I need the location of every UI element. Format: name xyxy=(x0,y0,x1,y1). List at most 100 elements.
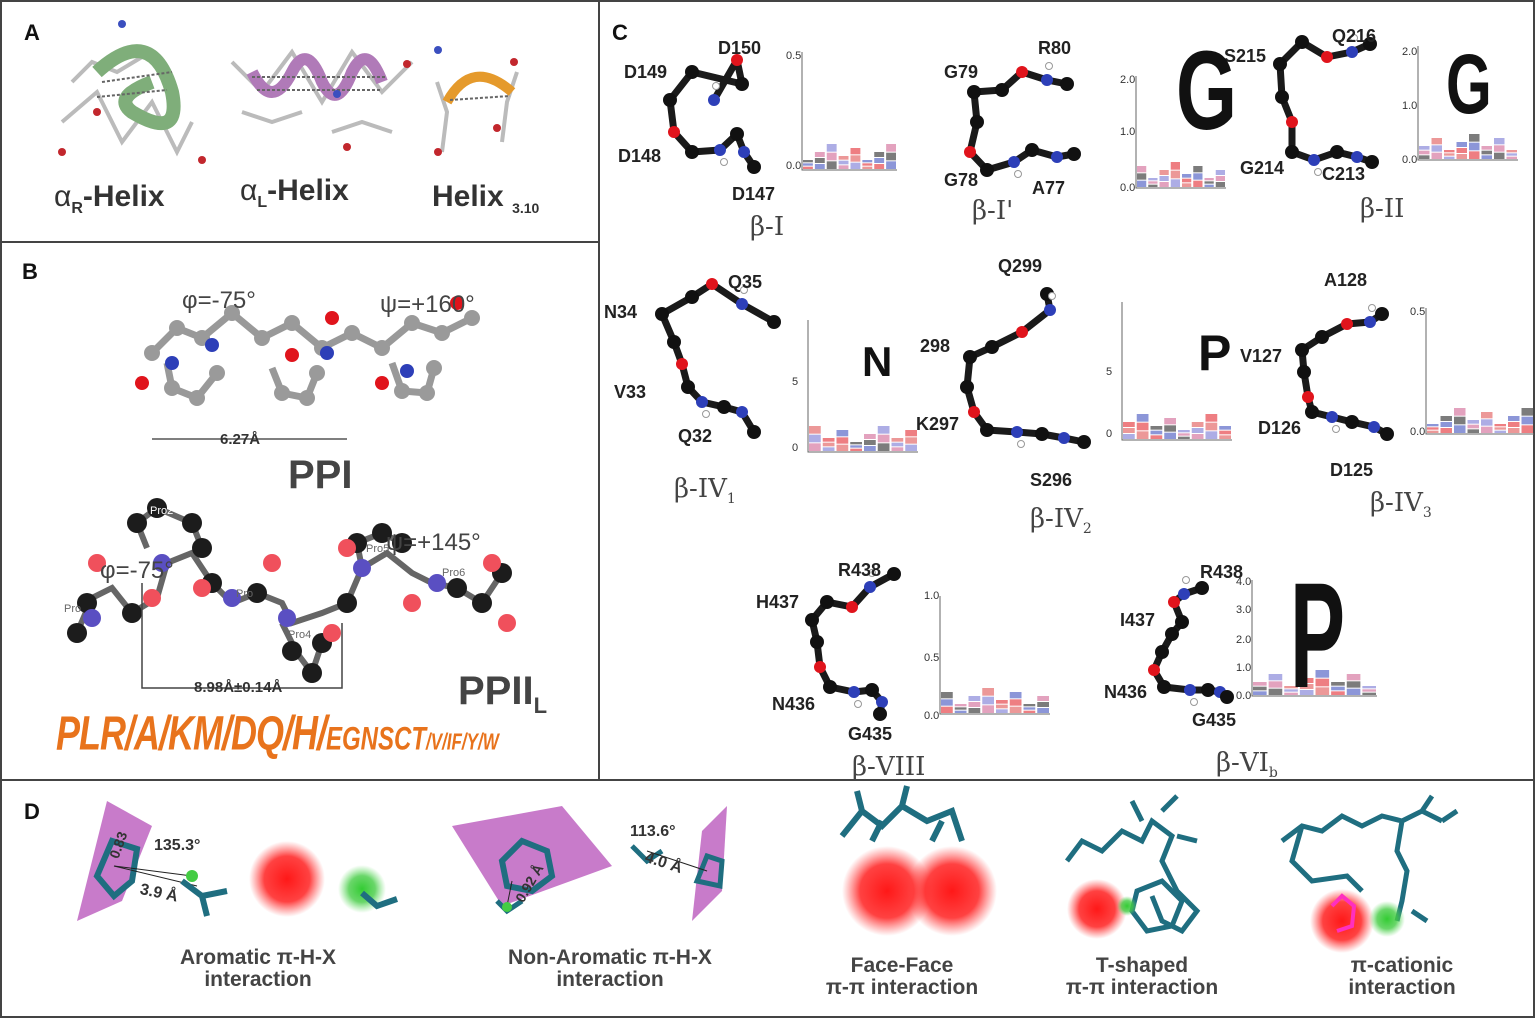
logo-letter-stack xyxy=(877,443,890,451)
logo-letter-stack xyxy=(1284,692,1298,695)
logo-letter-g: G xyxy=(1176,28,1237,153)
logo-letter-stack xyxy=(1009,699,1022,706)
logo-letter-stack xyxy=(1299,690,1314,695)
beta-iv1-sub: 1 xyxy=(726,491,736,508)
ppii-atom-label-pro3: Pro xyxy=(236,588,254,600)
logo-letter-stack xyxy=(809,426,821,434)
ppii-atom-label-pro1: Pro xyxy=(64,603,82,615)
logo-letter-stack xyxy=(1219,426,1231,430)
logo-letter-stack xyxy=(1164,425,1176,432)
logo-letter-stack xyxy=(1191,434,1204,439)
logo-letter-stack xyxy=(1193,166,1203,173)
logo-letter-stack xyxy=(814,152,825,157)
backbone-atom xyxy=(1375,307,1389,321)
backbone-atom xyxy=(1175,615,1189,629)
caption-line: Non-Aromatic π-H-X xyxy=(508,946,712,969)
alpha-r-suffix: -Helix xyxy=(82,180,165,213)
alpha-r-helix-structure xyxy=(58,20,519,164)
logo-letter-p: P xyxy=(1198,325,1232,381)
logo-letter-stack xyxy=(968,702,981,707)
backbone-atom xyxy=(1025,143,1039,157)
logo-letter-stack xyxy=(1315,678,1330,687)
logo-letter-stack xyxy=(1193,173,1203,180)
residue-label: D149 xyxy=(624,62,668,82)
logo-letter-stack xyxy=(1136,414,1149,422)
backbone-atom xyxy=(1220,690,1234,704)
logo-letter-stack xyxy=(864,446,876,451)
ppii-label-main: PPII xyxy=(458,669,534,713)
residue-label: I437 xyxy=(1120,610,1156,630)
backbone-atom xyxy=(963,350,977,364)
logo-axis xyxy=(807,320,918,453)
backbone-atom xyxy=(810,635,824,649)
backbone-atom xyxy=(1305,405,1319,419)
hydrogen-atom xyxy=(1045,62,1053,70)
residue-label: 298 xyxy=(920,336,951,356)
alpha-r-helix-label: αR-Helix xyxy=(54,180,165,218)
logo-letter-stack xyxy=(1253,686,1267,691)
hydrogen-atom xyxy=(720,158,728,166)
panel-b-label: B xyxy=(22,259,38,284)
logo-letter-stack xyxy=(1284,689,1298,692)
backbone-atom xyxy=(967,85,981,99)
hydrogen-atom xyxy=(1332,425,1340,433)
logo-letter-stack xyxy=(891,447,904,451)
caption-line: π-cationic xyxy=(1350,954,1454,977)
logo-letter-stack xyxy=(1204,184,1214,187)
logo-letter-stack xyxy=(1481,155,1492,159)
logo-letter-stack xyxy=(836,430,849,437)
logo-letter-stack xyxy=(1494,430,1506,433)
helix310-main: Helix xyxy=(432,180,504,213)
logo-letter-stack xyxy=(1315,687,1330,695)
panel-a-label: A xyxy=(24,20,40,45)
logo-letter-stack xyxy=(1467,424,1479,429)
logo-letter-stack xyxy=(1268,681,1283,688)
aromatic-angle-label: 135.3° xyxy=(154,837,201,854)
logo-letter-stack xyxy=(1037,696,1049,701)
logo-axis xyxy=(1251,580,1377,697)
caption-line: T-shaped xyxy=(1095,954,1189,977)
logo-tick: 2.0 xyxy=(1120,74,1136,86)
logo-letter-stack xyxy=(1362,689,1376,692)
logo-letter-stack xyxy=(1427,424,1439,427)
logo-letter-stack xyxy=(874,158,885,163)
residue-label: G78 xyxy=(944,170,979,190)
logo-letter-stack xyxy=(1362,686,1376,689)
logo-tick: 0 xyxy=(792,442,799,454)
logo-letter-stack xyxy=(1494,152,1505,159)
logo-letter-stack xyxy=(1506,150,1517,153)
logo-letter-stack xyxy=(905,437,917,444)
backbone-atom xyxy=(1273,57,1287,71)
hydrogen-atom xyxy=(702,410,710,418)
backbone-atom xyxy=(655,307,669,321)
logo-letter-stack xyxy=(1150,426,1163,430)
turn-beta-iv2-label: β-IV2 xyxy=(1030,504,1092,537)
residue-label: Q299 xyxy=(998,256,1043,276)
turn-beta-ii-label: β-II xyxy=(1360,194,1405,224)
logo-tick: 5 xyxy=(792,376,799,388)
logo-tick: 0.0 xyxy=(1402,154,1418,166)
logo-letter-stack xyxy=(1456,154,1467,159)
logo-letter-stack xyxy=(850,445,862,448)
backbone-atom xyxy=(1051,151,1063,163)
logo-letter-stack xyxy=(1148,184,1158,187)
alpha-r-greek: α xyxy=(54,180,72,213)
logo-letter-stack xyxy=(1123,422,1135,427)
backbone-atom xyxy=(730,127,744,141)
logo-letter-stack xyxy=(1444,156,1455,159)
backbone-atom xyxy=(1295,35,1309,49)
logo-letter-stack xyxy=(1521,416,1533,425)
logo-letter-stack xyxy=(1427,427,1439,430)
caption-line: π-π interaction xyxy=(825,976,979,999)
caption-line: Face-Face xyxy=(850,954,954,977)
turn-beta-i-label: β-I xyxy=(750,212,785,242)
logo-axis xyxy=(1417,46,1518,161)
logo-letter-stack xyxy=(1182,183,1192,187)
logo-letter-stack xyxy=(1150,430,1163,435)
logo-axis xyxy=(801,52,897,171)
backbone-atom xyxy=(663,93,677,107)
beta-vib-name: β-VI xyxy=(1216,748,1269,778)
backbone-atom xyxy=(1330,145,1344,159)
alpha-l-helix-label: αL-Helix xyxy=(240,174,349,212)
logo-letter-stack xyxy=(838,165,849,169)
